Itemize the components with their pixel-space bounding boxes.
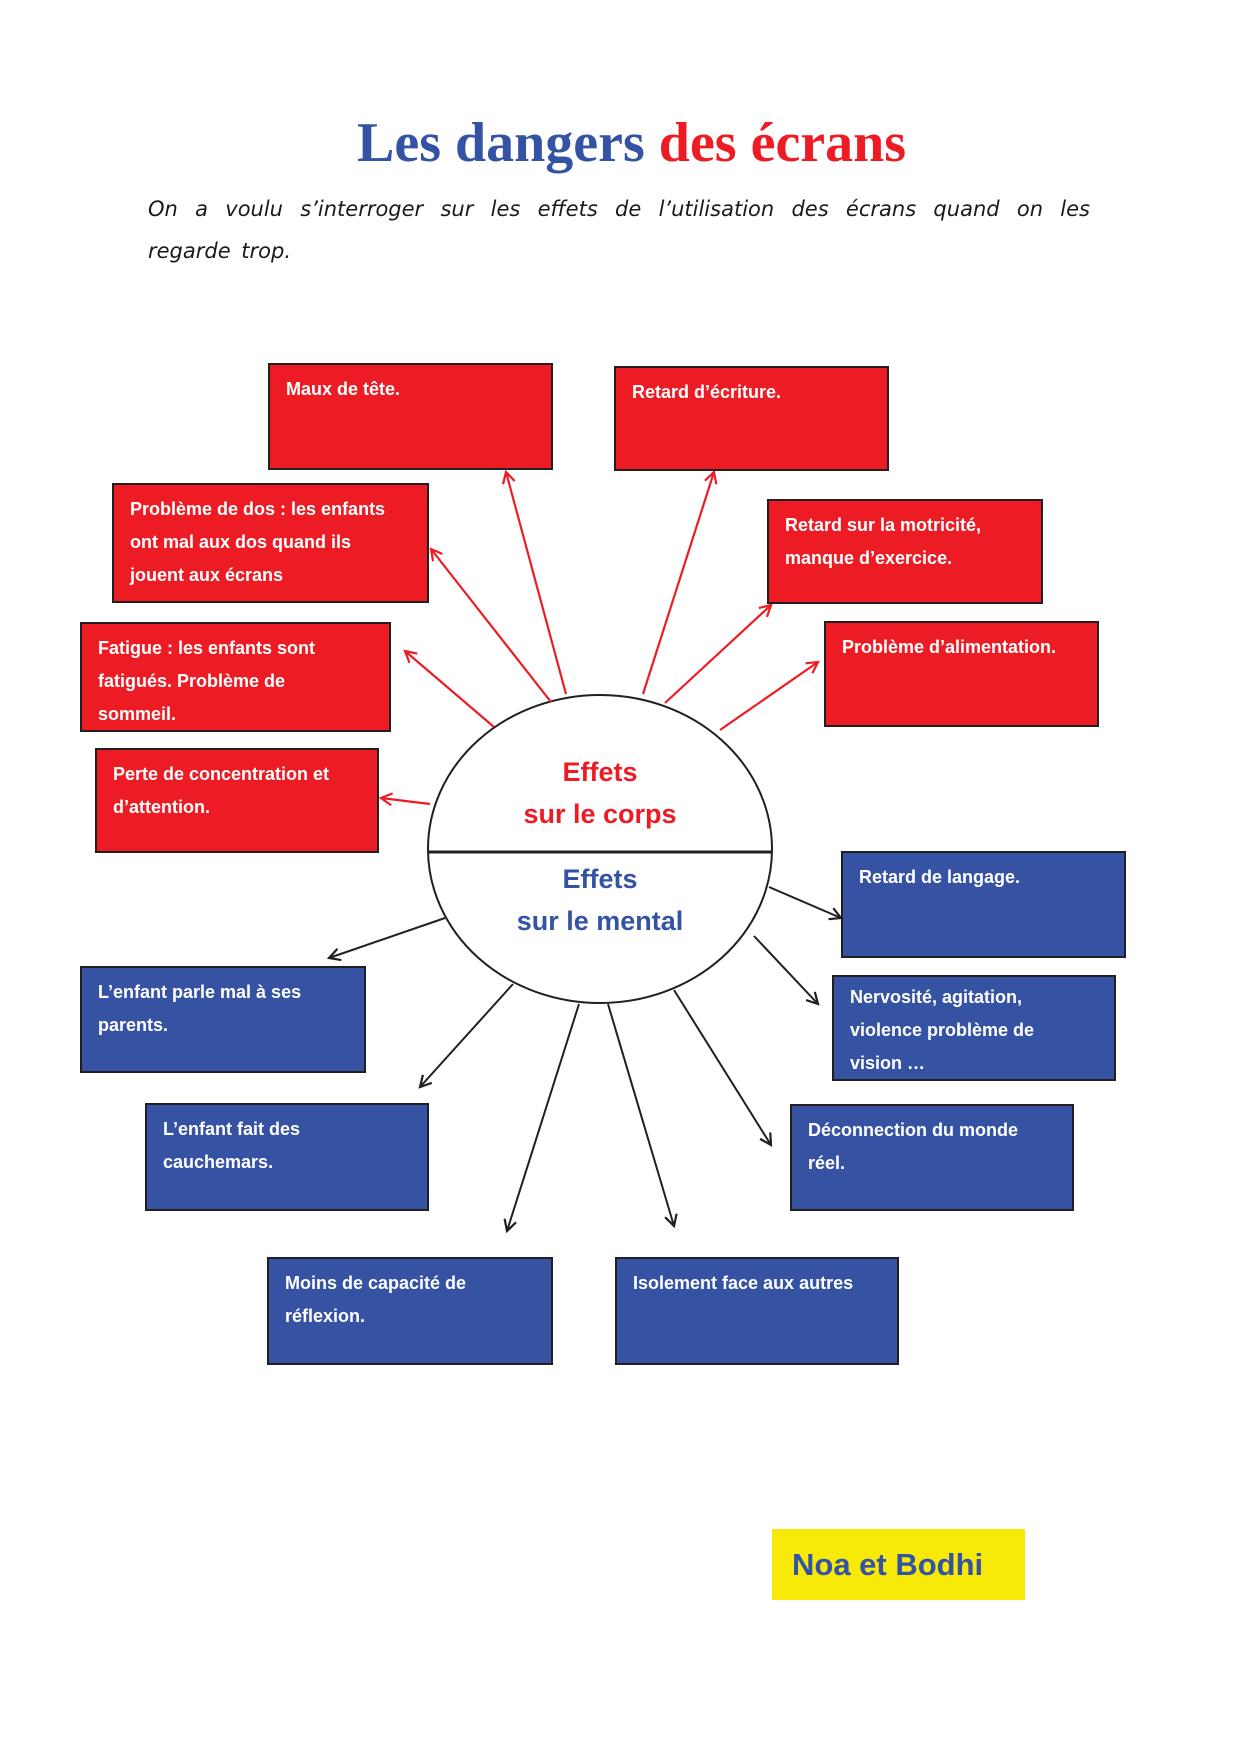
intro-text: On a voulu s’interroger sur les effets d…	[148, 197, 1090, 263]
authors-label: Noa et Bodhi	[772, 1529, 1025, 1600]
title-part-red: des écrans	[658, 112, 907, 174]
effect-box-motricite: Retard sur la motricité, manque d’exerci…	[767, 499, 1043, 604]
effect-box-parle-mal: L’enfant parle mal à ses parents.	[80, 966, 366, 1073]
arrow-motricite	[664, 605, 771, 704]
arrow-deconnection	[673, 989, 771, 1145]
arrow-cauchemars	[420, 983, 514, 1087]
effect-box-retard-ecriture: Retard d’écriture.	[614, 366, 889, 471]
effect-box-nervosite: Nervosité, agitation, violence problème …	[832, 975, 1116, 1081]
effect-box-isolement: Isolement face aux autres	[615, 1257, 899, 1365]
effect-box-cauchemars: L’enfant fait des cauchemars.	[145, 1103, 429, 1211]
arrow-retard-ecriture	[641, 472, 714, 695]
arrow-concentration	[381, 798, 431, 804]
effect-box-retard-langage: Retard de langage.	[841, 851, 1126, 958]
page-title: Les dangers des écrans	[357, 108, 906, 178]
center-label-body: Effets sur le corps	[430, 751, 770, 835]
arrow-moins-reflexion	[507, 1003, 580, 1231]
arrow-nervosite	[753, 935, 818, 1004]
arrow-fatigue	[405, 651, 495, 728]
center-body-line2: sur le corps	[523, 799, 677, 829]
effect-box-concentration: Perte de concentration et d’attention.	[95, 748, 379, 853]
arrow-maux-de-tete	[506, 472, 568, 695]
effect-box-probleme-dos: Problème de dos : les enfants ont mal au…	[112, 483, 429, 603]
center-mental-line1: Effets	[562, 864, 638, 894]
effect-box-maux-de-tete: Maux de tête.	[268, 363, 553, 470]
arrow-retard-langage	[768, 886, 841, 918]
effect-box-alimentation: Problème d’alimentation.	[824, 621, 1099, 727]
arrow-isolement	[607, 1003, 674, 1226]
title-part-blue: Les dangers	[357, 112, 645, 174]
center-label-mental: Effets sur le mental	[430, 858, 770, 942]
center-mental-line2: sur le mental	[516, 906, 684, 936]
center-ellipse	[427, 694, 773, 1004]
effect-box-fatigue: Fatigue : les enfants sont fatigués. Pro…	[80, 622, 391, 732]
arrow-parle-mal	[329, 917, 446, 958]
center-body-line1: Effets	[562, 757, 638, 787]
effect-box-deconnection: Déconnection du monde réel.	[790, 1104, 1074, 1211]
effect-box-moins-reflexion: Moins de capacité de réflexion.	[267, 1257, 553, 1365]
arrow-alimentation	[719, 662, 818, 731]
arrow-probleme-dos	[431, 549, 552, 703]
